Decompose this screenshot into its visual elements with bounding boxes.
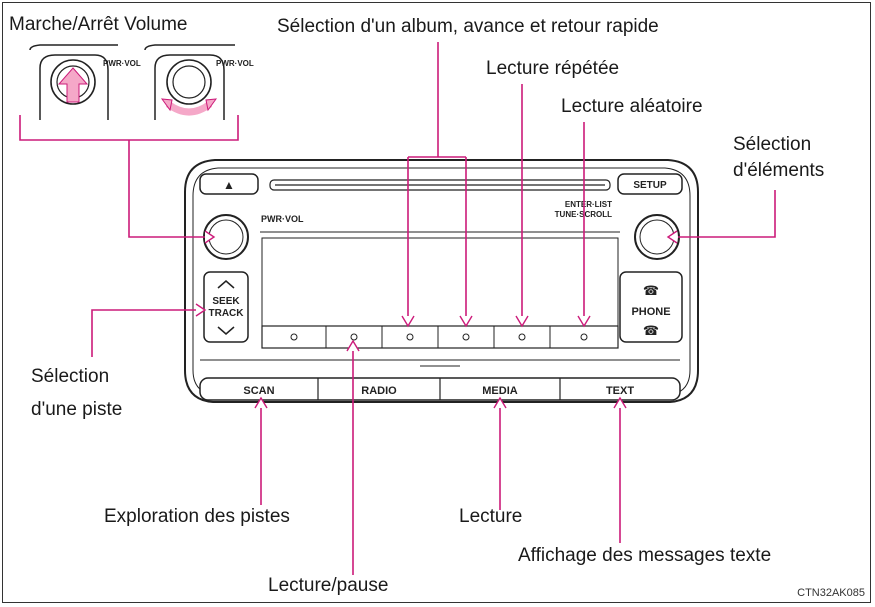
track-select-label-line1: Sélection — [31, 366, 110, 387]
eject-icon: ▲ — [223, 178, 235, 192]
play-pause-label: Lecture/pause — [268, 575, 389, 596]
text-button[interactable]: TEXT — [606, 385, 634, 397]
item-select-label-line2: d'éléments — [733, 160, 825, 181]
scan-button[interactable]: SCAN — [243, 385, 274, 397]
phone-pickup-icon: ☎ — [643, 283, 659, 298]
phone-hangup-icon: ☎ — [643, 323, 659, 338]
inset-pwr-vol-label: PWR·VOL — [103, 59, 141, 68]
preset-button-1[interactable] — [290, 333, 298, 341]
seek-track-button[interactable] — [203, 271, 249, 343]
power-button-inset: PWR·VOL — [29, 44, 141, 120]
enter-list-label: ENTER·LIST — [565, 200, 612, 209]
track-select-label-line2: d'une piste — [31, 399, 123, 420]
preset-button-2[interactable] — [350, 333, 358, 341]
phone-label: PHONE — [631, 306, 670, 318]
repeat-label: Lecture répétée — [486, 58, 620, 79]
callout-lines — [19, 42, 776, 575]
preset-button-4[interactable] — [462, 333, 470, 341]
seek-label: SEEK — [212, 296, 240, 307]
preset-button-5[interactable] — [518, 333, 526, 341]
random-label: Lecture aléatoire — [561, 96, 703, 117]
figure-code: CTN32AK085 — [797, 587, 865, 599]
radio-unit: ▲ SETUP PWR·VOL ENTER·LIST TUNE·SCROLL S… — [184, 159, 699, 403]
radio-button[interactable]: RADIO — [361, 385, 397, 397]
eject-button[interactable] — [199, 173, 259, 195]
chevron-down-icon — [217, 326, 235, 335]
setup-label: SETUP — [633, 180, 667, 191]
preset-buttons-row — [261, 325, 619, 349]
volume-knob-inset: PWR·VOL — [144, 44, 254, 120]
preset-button-6[interactable] — [580, 333, 588, 341]
chevron-up-icon — [217, 280, 235, 289]
setup-button[interactable] — [617, 173, 683, 195]
item-select-label-line1: Sélection — [733, 134, 812, 155]
inset-pwr-vol-label-2: PWR·VOL — [216, 59, 254, 68]
scan-label: Exploration des pistes — [104, 506, 290, 527]
power-volume-label: Marche/Arrêt Volume — [9, 14, 188, 35]
play-label: Lecture — [459, 506, 523, 527]
preset-button-3[interactable] — [406, 333, 414, 341]
track-label: TRACK — [209, 308, 245, 319]
callout-arrowheads — [195, 230, 678, 409]
album-select-label: Sélection d'un album, avance et retour r… — [277, 16, 659, 37]
pwr-vol-label: PWR·VOL — [261, 214, 304, 224]
media-button[interactable]: MEDIA — [482, 385, 518, 397]
phone-button[interactable] — [619, 271, 683, 343]
text-messages-label: Affichage des messages texte — [518, 545, 772, 566]
